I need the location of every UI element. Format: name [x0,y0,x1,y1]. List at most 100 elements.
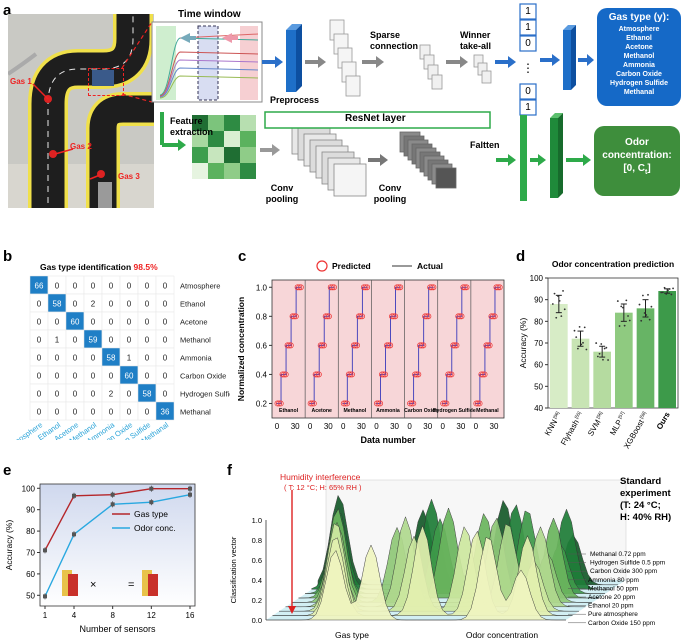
predicted-point [294,284,301,291]
cm-value: 0 [109,318,114,327]
y-axis-label: Classification vector [229,536,238,603]
cm-value: 0 [163,282,168,291]
predicted-point [427,284,434,291]
predicted-point [291,313,298,320]
predicted-point [418,342,425,349]
predicted-point [350,342,357,349]
cm-value: 0 [109,300,114,309]
predicted-point [347,371,354,378]
ridge-legend-label: Carbon Oxide 150 ppm [588,620,655,627]
predicted-point [317,342,324,349]
predicted-point [354,342,360,349]
cm-value: 0 [163,390,168,399]
segment-label: Methanol [343,408,366,414]
data-point [643,312,646,314]
predicted-point [446,371,453,378]
data-point [616,300,619,302]
category-ref: [56] [551,411,560,421]
predicted-point [493,284,500,291]
pipeline-diagram [121,3,681,201]
odor-range: [0, Ct] [623,163,651,176]
cm-value: 0 [55,318,60,327]
ridge-legend-label: Methanol 50 ppm [588,585,638,592]
category-ref: [58] [638,411,647,421]
legend-actual: Actual [417,261,443,271]
predicted-point [359,313,366,320]
cm-value: 0 [73,408,78,417]
xtick-label: 30 [291,422,300,431]
predicted-point [309,400,316,407]
data-point [660,291,663,294]
data-point [607,359,609,361]
winner-take-all-label: Winner take-all [460,30,492,51]
cm-value: 60 [125,372,134,381]
cm-value: 0 [37,318,42,327]
predicted-point [276,400,283,407]
data-point [625,299,628,302]
predicted-point [344,400,350,407]
predicted-point [324,313,331,320]
ytick-label: 0.2 [252,596,262,605]
predicted-point [417,342,424,349]
predicted-point [385,342,392,349]
ytick-label: 90 [534,296,543,305]
predicted-point [475,400,481,407]
xtick-label: 0 [474,422,479,431]
photo-gas-1: Gas 1 [10,77,32,86]
gas-type-item: Methanol [623,53,655,60]
cm-value: 0 [145,300,150,309]
ytick-label: 0.2 [256,399,268,408]
data-point [557,295,559,297]
cm-value: 58 [143,390,152,399]
cm-value: 0 [127,318,132,327]
xtick-label: 30 [324,422,333,431]
predicted-point [352,342,359,349]
cm-value: 0 [37,300,42,309]
series-point [188,486,192,491]
category-label: SVM [56] [586,411,607,438]
xtick-label: 12 [147,611,156,620]
cm-value: 0 [127,408,132,417]
cm-row-label: Acetone [180,318,208,327]
actual-line [276,286,302,404]
cm-value: 0 [55,282,60,291]
zoom-box [88,68,124,96]
predicted-point [430,284,437,291]
gas-type-item: Carbon Oxide [616,71,662,78]
ridge-legend-label: Acetone 20 ppm [588,594,635,601]
humidity-arrowhead [288,606,296,614]
predicted-point [490,313,496,320]
cm-row-label: Methanal [180,408,211,417]
predicted-point [488,313,495,320]
predicted-point [407,400,414,407]
ytick-label: 0.0 [252,616,262,625]
ytick-label: 0.8 [252,536,262,545]
ytick-label: 80 [534,317,543,326]
photo-gas-3: Gas 3 [118,172,140,181]
data-point [580,343,583,346]
predicted-point [314,371,321,378]
ytick-label: 80 [26,527,35,536]
legend-predicted: Predicted [332,261,371,271]
data-point [661,291,664,294]
ytick-label: 1.0 [252,516,262,525]
gas-type-item: Acetone [625,44,653,51]
predicted-point [496,284,503,291]
predicted-point [485,342,491,349]
predicted-point [327,284,334,291]
predicted-point [282,371,289,378]
cm-value: 0 [91,408,96,417]
xtick-label: 30 [390,422,399,431]
predicted-point [481,371,488,378]
cm-value: 0 [163,336,168,345]
cm-value: 0 [109,282,114,291]
ridge-legend-label: Hydrogen Sulfide 0.5 ppm [590,560,665,567]
cm-value: 0 [127,336,132,345]
cm-row-label: Hydrogen Sulfide [180,390,230,399]
actual-line [441,286,467,404]
predicted-point [412,371,419,378]
cm-value: 58 [107,354,116,363]
cm-value: 2 [91,300,96,309]
